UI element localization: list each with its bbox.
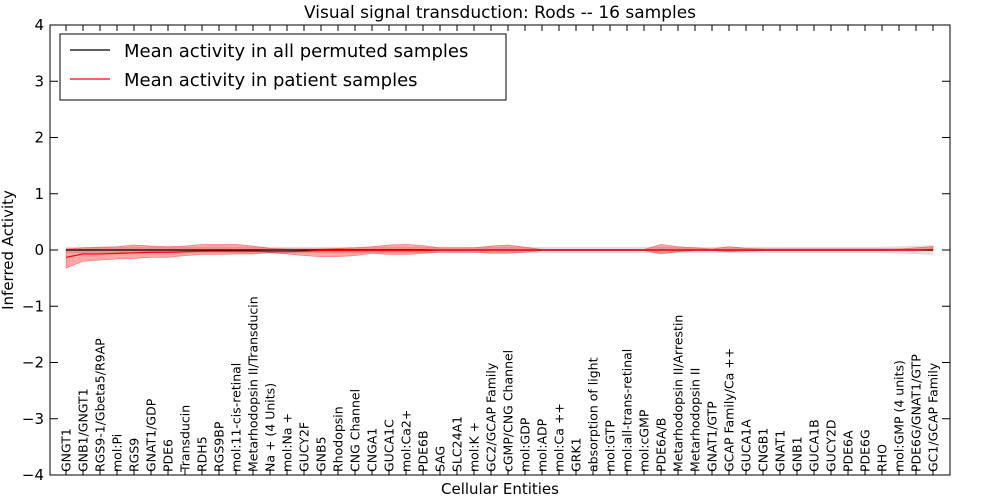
x-tick-label: PDE6A/B [654,418,669,472]
x-tick-label: mol:GTP [603,420,618,472]
y-tick-label: −2 [22,354,44,372]
x-tick-label: GNAT1 [773,430,788,472]
y-tick-label: 1 [34,185,44,203]
x-tick-label: GNGT1 [59,428,74,472]
x-tick-label: mol:Pi [110,434,125,472]
x-tick-label: CNGA1 [365,428,380,472]
x-tick-label: GCAP Family/Ca ++ [722,348,737,472]
x-tick-label: mol:Ca2+ [399,410,414,472]
x-tick-label: Metarhodopsin II/Transducin [246,296,261,472]
x-tick-label: mol:GMP (4 units) [892,360,907,472]
x-tick-label: GNB1/GNGT1 [76,388,91,472]
x-tick-label: Metarhodopsin II [688,368,703,472]
x-tick-label: GUCA1A [739,419,754,472]
x-tick-label: RGS9 [127,438,142,472]
x-tick-label: mol:Ca ++ [552,403,567,472]
x-tick-label: GNB1 [790,436,805,472]
legend-label-patient: Mean activity in patient samples [124,70,418,91]
legend-label-permuted: Mean activity in all permuted samples [124,41,468,62]
y-axis-label: Inferred Activity [0,190,17,310]
x-tick-label: SAG [433,446,448,472]
x-tick-label: GNAT1/GTP [705,401,720,472]
x-tick-label: GUCY2D [824,419,839,472]
x-tick-label: cGMP/CNG Channel [501,350,516,472]
x-tick-label: CNGB1 [756,428,771,472]
x-tick-label: PDE6A [841,430,856,472]
series-lines [65,248,934,258]
y-tick-label: 4 [34,16,44,34]
x-axis-label: Cellular Entities [441,480,559,498]
x-tick-label: GC1/GCAP Family [926,362,941,472]
x-tick-label: GC2/GCAP Family [484,362,499,472]
y-tick-label: −1 [22,297,44,315]
x-tick-label: PDE6G/GNAT1/GTP [909,354,924,472]
x-tick-label: Transducin [178,405,193,473]
x-tick-label: GNAT1/GDP [144,398,159,472]
x-tick-label: SLC24A1 [450,416,465,472]
legend-box [59,33,507,101]
x-tick-label: Metarhodopsin II/Arrestin [671,315,686,472]
x-tick-label: GNB5 [314,436,329,472]
x-tick-label: GRK1 [569,437,584,472]
y-tick-label: −4 [22,466,44,484]
x-tick-label: mol:Na + [280,413,295,472]
x-tick-label: mol:ADP [535,418,550,472]
x-tick-label: PDE6G [858,429,873,472]
x-tick-label: GUCY2F [297,422,312,472]
x-tick-label: absorption of light [586,357,601,472]
x-tick-label: mol:K + [467,422,482,472]
x-tick-label: mol:11-cis-retinal [229,363,244,472]
y-tick-label: 0 [34,241,44,259]
x-tick-label: PDE6 [161,439,176,472]
x-tick-label: Na + (4 Units) [263,383,278,472]
x-tick-label: mol:all-trans-retinal [620,349,635,472]
x-tick-label: GUCA1C [382,419,397,472]
legend: Mean activity in all permuted samples Me… [59,33,507,101]
series-line-1 [65,248,934,258]
x-tick-label: CNG Channel [348,389,363,472]
x-tick-label: GUCA1B [807,419,822,472]
x-tick-label: mol:GDP [518,417,533,472]
x-tick-label: PDE6B [416,430,431,472]
y-tick-label: −3 [22,410,44,428]
y-tick-label: 3 [34,72,44,90]
x-tick-label: mol:cGMP [637,409,652,472]
y-tick-label: 2 [34,129,44,147]
x-tick-label: RGS9-1/Gbeta5/R9AP [93,338,108,472]
x-tick-label: RHO [875,444,890,472]
chart-title: Visual signal transduction: Rods -- 16 s… [304,3,696,23]
x-tick-label: Rhodopsin [331,406,346,472]
y-axis-ticks: 4 3 2 1 0 −1 −2 −3 −4 [22,16,950,484]
x-tick-label: RDH5 [195,436,210,472]
x-tick-label: RGS9BP [212,421,227,472]
